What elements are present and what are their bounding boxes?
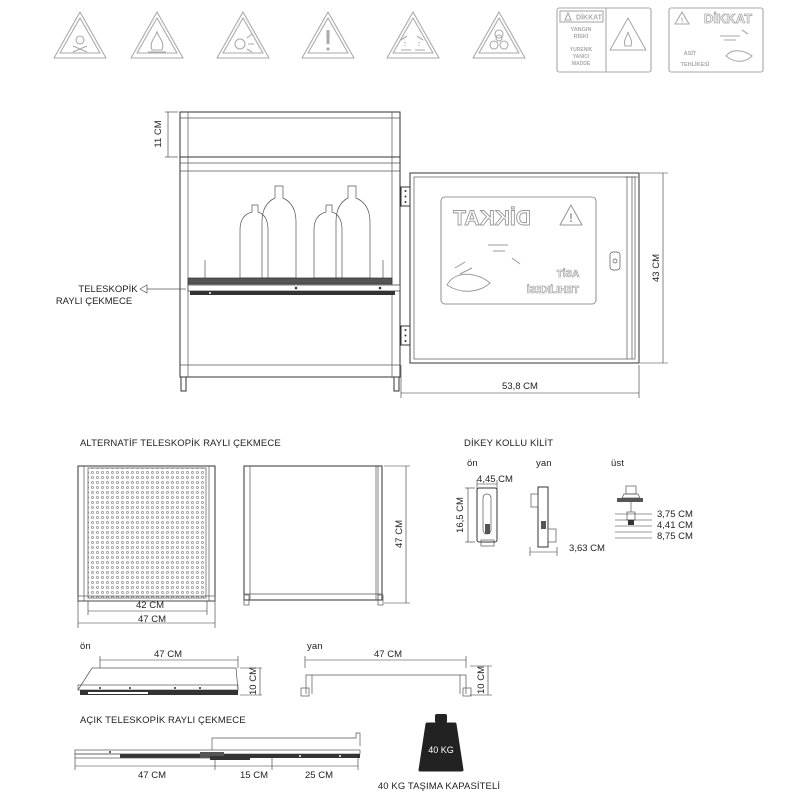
rail-side-label: yan <box>307 641 323 652</box>
lock-section: DİKEY KOLLU KİLİT ön yan üst 4,45 CM 16,… <box>455 438 693 556</box>
open-drawer-title: AÇIK TELESKOPİK RAYLI ÇEKMECE <box>80 715 246 726</box>
main-cabinet-drawing: TELESKOPİK RAYLI ÇEKMECE 11 CM <box>56 111 401 392</box>
telescopic-drawer <box>187 260 401 295</box>
lock-top-view: 3,75 CM 4,41 CM 8,75 CM <box>615 485 693 542</box>
open-dim-2: 15 CM <box>240 770 268 781</box>
svg-text:!: ! <box>569 211 573 225</box>
fire-sign-line5: MADDE <box>572 61 591 67</box>
dim-door-width: 53,8 CM <box>400 365 640 398</box>
alt-drawer-title: ALTERNATİF TELESKOPİK RAYLI ÇEKMECE <box>80 438 281 449</box>
acid-sign-title: DİKKAT <box>704 11 752 26</box>
exclamation-icon <box>301 11 355 59</box>
door-sign-title: DİKKAT <box>453 207 531 230</box>
lock-front-view: 4,45 CM 16,5 CM <box>455 474 513 547</box>
alternative-drawer-section: ALTERNATİF TELESKOPİK RAYLI ÇEKMECE 42 C… <box>77 438 492 697</box>
dim-height-label: 43 CM <box>651 254 662 282</box>
weight-caption: 40 KG TAŞIMA KAPASİTELİ <box>378 781 500 792</box>
door-sign-line1: ASİT <box>557 267 580 280</box>
weight-icon: 40 KG <box>418 714 464 772</box>
perforated-drawer-front <box>77 465 216 602</box>
fire-sign-line3: YURENIK <box>570 47 593 53</box>
lock-top-label: üst <box>611 458 624 469</box>
lock-front-label: ön <box>467 458 478 469</box>
weight-label: 40 KG <box>428 745 454 755</box>
rail-front-label: ön <box>80 641 91 652</box>
rail-side-width: 47 CM <box>374 649 402 660</box>
open-drawer-dims: 47 CM 15 CM 25 CM <box>74 758 359 781</box>
open-door-drawing: DİKKAT ! ASİT TEHLİKESİ 43 CM 53,8 CM <box>400 172 668 398</box>
corrosive-icon <box>386 11 440 59</box>
rail-front-height: 10 CM <box>248 667 259 695</box>
fire-sign-line1: YANGIN <box>571 27 592 33</box>
open-dim-1: 47 CM <box>138 770 166 781</box>
acid-danger-sign: ! DİKKAT ASİT TEHLİKESİ <box>668 7 764 73</box>
dim-door-height: 43 CM <box>640 172 668 364</box>
lock-front-width: 4,45 CM <box>477 474 513 485</box>
drawer-label-line1: TELESKOPİK <box>78 284 138 295</box>
rail-front-width: 47 CM <box>154 649 182 660</box>
fire-sign-line4: YANICI <box>573 54 590 60</box>
dim-inner-width: 42 CM <box>136 600 164 611</box>
svg-text:!: ! <box>681 18 683 25</box>
drawer-side-frame: 47 CM <box>243 465 410 606</box>
dim-alt-height: 47 CM <box>394 520 405 548</box>
biohazard-icon <box>472 11 526 59</box>
lock-title: DİKEY KOLLU KİLİT <box>464 438 553 449</box>
rail-side-view: yan 47 CM 10 CM <box>300 641 492 697</box>
hazard-icon-row: DİKKAT YANGIN RİSKİ YURENIK YANICI MADDE… <box>53 7 764 73</box>
lock-side-view: 3,63 CM <box>529 486 605 556</box>
acid-sign-line2: TEHLİKESİ <box>681 61 710 68</box>
open-drawer-section: AÇIK TELESKOPİK RAYLI ÇEKMECE 47 CM 15 C… <box>74 715 361 781</box>
fire-sign-title: DİKKAT <box>576 14 603 22</box>
weight-capacity: 40 KG 40 KG TAŞIMA KAPASİTELİ <box>378 714 500 792</box>
rail-front-view: ön 47 CM 10 CM <box>77 641 262 696</box>
lock-top-dim-3: 8,75 CM <box>657 531 693 542</box>
dim-top-compartment: 11 CM <box>153 111 178 158</box>
fire-sign-line2: RİSKİ <box>574 33 589 40</box>
open-dim-3: 25 CM <box>305 770 333 781</box>
rail-side-height: 10 CM <box>476 666 487 694</box>
explosion-icon <box>216 11 270 59</box>
lock-front-height: 16,5 CM <box>455 497 466 533</box>
lock-side-label: yan <box>536 458 552 469</box>
bottles <box>239 185 371 279</box>
drawer-label-line2: RAYLI ÇEKMECE <box>56 296 132 307</box>
flame-icon <box>130 11 184 59</box>
skull-crossbones-icon <box>53 11 107 59</box>
dim-width-label: 53,8 CM <box>502 381 538 392</box>
drawer-callout: TELESKOPİK RAYLI ÇEKMECE <box>56 284 186 307</box>
lock-side-dim: 3,63 CM <box>569 543 605 554</box>
fire-risk-sign: DİKKAT YANGIN RİSKİ YURENIK YANICI MADDE <box>556 7 652 73</box>
dim-outer-width: 47 CM <box>138 614 166 625</box>
acid-sign-line1: ASİT <box>684 50 697 57</box>
dim-top-label: 11 CM <box>153 120 164 147</box>
lock-top-dim-2: 4,41 CM <box>657 520 693 531</box>
door-sign-line2: TEHLİKESİ <box>527 283 579 296</box>
dim-alt-widths: 42 CM 47 CM <box>77 600 216 628</box>
open-drawer-rail <box>74 732 361 760</box>
door-acid-sign: DİKKAT ! ASİT TEHLİKESİ <box>440 196 597 305</box>
lock-top-dim-1: 3,75 CM <box>657 509 693 520</box>
